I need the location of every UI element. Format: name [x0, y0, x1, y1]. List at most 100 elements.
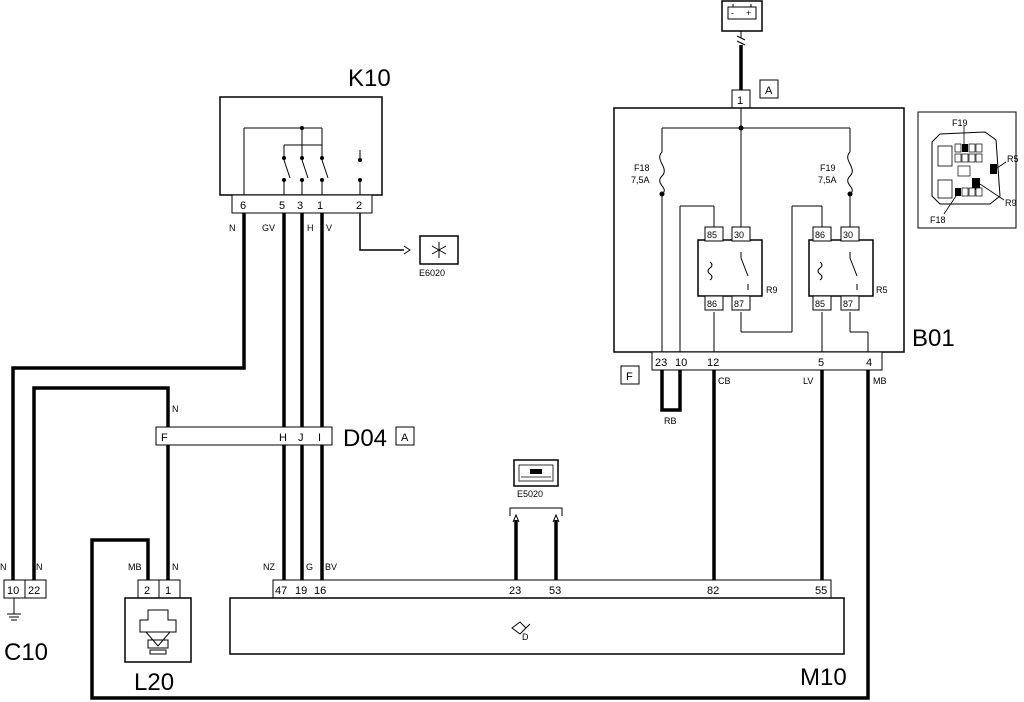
k10-contact-3b — [300, 178, 304, 182]
b01-pin-4: 4 — [866, 357, 872, 369]
r5-pin-30 — [840, 226, 860, 242]
r5-pin-86-label: 86 — [815, 230, 825, 240]
l20-label: L20 — [134, 669, 174, 696]
b01-pin-5: 5 — [818, 357, 824, 369]
b01-pin-23: 23 — [655, 357, 667, 369]
b01-pin-10: 10 — [675, 357, 687, 369]
wire-label-m10-19: G — [306, 562, 313, 572]
k10-internal-switches — [243, 127, 361, 195]
r9-pin-85 — [704, 226, 724, 242]
e6020-label: E6020 — [419, 268, 445, 278]
k10-node — [300, 126, 304, 130]
k10-contact-5 — [282, 156, 286, 160]
b01-connector-tag-label: F — [626, 371, 633, 383]
b01-connector-tag — [620, 365, 640, 385]
l20-pin-2: 2 — [144, 585, 150, 597]
f18-rating: 7,5A — [631, 175, 650, 185]
b01-label: B01 — [912, 325, 955, 352]
battery-symbol: - + — [721, 0, 763, 32]
e5020-label: E5020 — [517, 489, 543, 499]
wire-label-c10-22: N — [36, 562, 43, 572]
wire-label-c10-10: N — [0, 562, 7, 572]
k10-pin-5: 5 — [279, 200, 285, 212]
m10-pin-23: 23 — [509, 585, 521, 597]
f19-name: F19 — [820, 163, 836, 173]
r9-pin-86-label: 86 — [707, 299, 717, 309]
d04-pin-j: J — [298, 432, 304, 444]
l20-lamp-icon — [139, 609, 177, 655]
k10-contact-2b — [358, 178, 362, 182]
f19-rating: 7,5A — [818, 175, 837, 185]
f18-name: F18 — [634, 163, 650, 173]
wire-label-k10-5: GV — [262, 223, 275, 233]
snowflake-icon — [431, 242, 447, 258]
relay-r9 — [697, 239, 763, 297]
r5-pin-85 — [812, 295, 832, 311]
wire-label-k10-3: H — [307, 223, 314, 233]
r5-pin-85-label: 85 — [815, 299, 825, 309]
b01-connector — [651, 351, 883, 371]
f18-node — [659, 191, 665, 197]
r9-pin-87 — [731, 295, 751, 311]
d04-pin-i: I — [318, 432, 321, 444]
k10-pin-1: 1 — [317, 200, 323, 212]
k10-contact-1 — [320, 156, 324, 160]
l20-box — [124, 597, 192, 663]
c10-label: C10 — [4, 639, 48, 666]
b01-bus-node — [738, 125, 744, 131]
m10-pin-47: 47 — [275, 585, 287, 597]
wire-label-m10-47: NZ — [263, 562, 275, 572]
inset-f19-label: F19 — [952, 118, 968, 128]
wire-label-l20-2: MB — [128, 562, 142, 572]
d04-connector — [155, 426, 333, 446]
battery-connector-tag — [759, 79, 779, 99]
k10-contact-5b — [282, 178, 286, 182]
m10-pin-55: 55 — [815, 585, 827, 597]
wire-label-b01-5: LV — [803, 376, 813, 386]
battery-connector-tag-label: A — [765, 85, 773, 97]
b01-box — [613, 107, 905, 353]
wire-label-k10-6: N — [229, 223, 236, 233]
wire-label-d04-f: N — [172, 404, 179, 414]
b01-pin-12: 12 — [707, 357, 719, 369]
m10-label: M10 — [800, 664, 847, 691]
svg-text:-: - — [731, 8, 734, 18]
r9-pin-87-label: 87 — [734, 299, 744, 309]
wire-label-l20-1: N — [172, 562, 179, 572]
m10-light-icon — [511, 621, 531, 635]
svg-text:+: + — [746, 8, 751, 18]
dashboard-lamp-icon — [518, 464, 554, 482]
r5-pin-86 — [812, 226, 832, 242]
wire-label-b01-4: MB — [873, 376, 887, 386]
ground-icon — [7, 598, 21, 621]
m10-box — [229, 597, 845, 655]
inset-r9-label: R9 — [1005, 198, 1017, 208]
r5-pin-87-label: 87 — [843, 299, 853, 309]
k10-pin-2: 2 — [356, 200, 362, 212]
wire-b01-rb-loop — [660, 370, 682, 412]
m10-pin-82: 82 — [707, 585, 719, 597]
k10-pin-3: 3 — [297, 200, 303, 212]
k10-contact-1b — [320, 178, 324, 182]
r5-pin-87 — [840, 295, 860, 311]
r9-pin-30 — [731, 226, 751, 242]
m10-pin-16: 16 — [314, 585, 326, 597]
battery-connection-mark — [736, 31, 746, 46]
r9-pin-30-label: 30 — [734, 230, 744, 240]
inset-r5-label: R5 — [1007, 154, 1019, 164]
r9-pin-85-label: 85 — [707, 230, 717, 240]
d04-connector-tag-label: A — [401, 432, 409, 444]
r9-pin-86 — [704, 295, 724, 311]
m10-pin-53: 53 — [549, 585, 561, 597]
e6020-connector-mark — [403, 245, 411, 255]
l20-pin-1: 1 — [165, 585, 171, 597]
wire-label-m10-16: BV — [325, 562, 337, 572]
c10-pin-10: 10 — [7, 585, 19, 597]
e5020-connector-mark-23 — [512, 513, 520, 523]
b01-internal-wiring — [659, 108, 869, 355]
r5-label: R5 — [876, 285, 888, 295]
e5020-connector-mark-53 — [552, 513, 560, 523]
c10-pin-22: 22 — [28, 585, 40, 597]
